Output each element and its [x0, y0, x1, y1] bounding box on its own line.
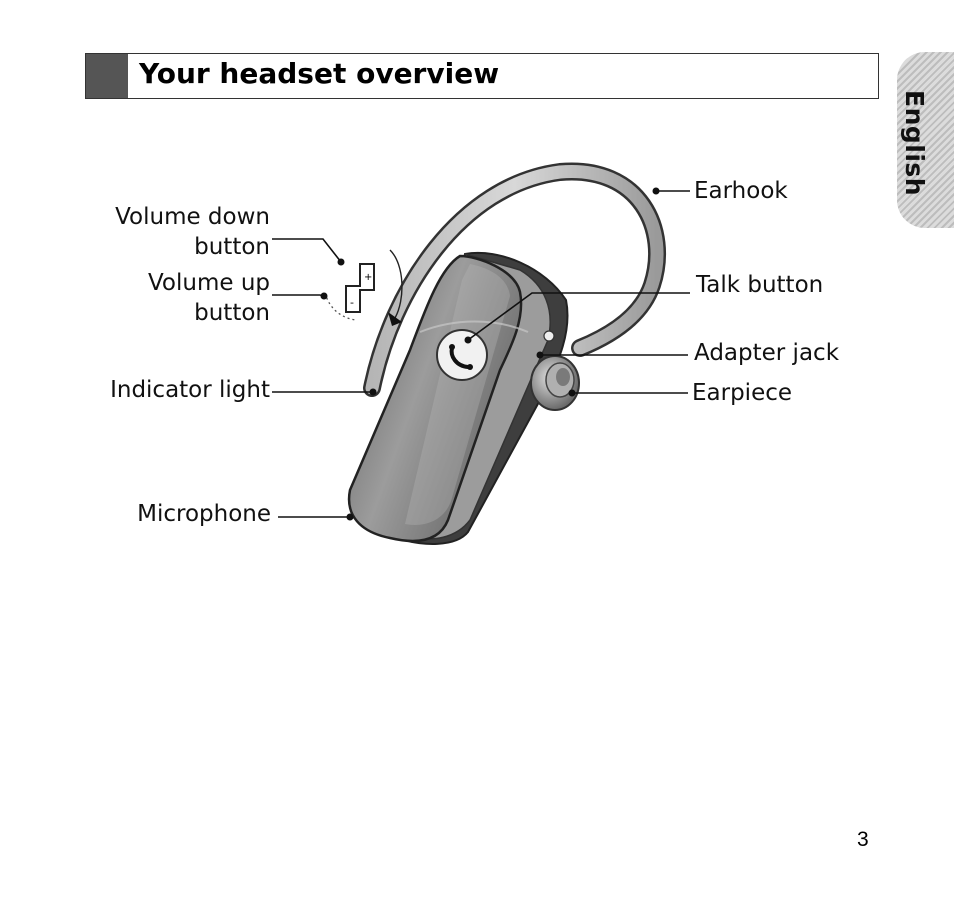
adapter-jack-graphic — [543, 330, 555, 342]
svg-text:-: - — [350, 296, 354, 309]
phone-handset-icon — [449, 344, 473, 370]
talk-button-graphic — [436, 329, 488, 381]
page-title: Your headset overview — [139, 57, 500, 90]
label-earpiece: Earpiece — [692, 380, 793, 406]
earpiece-graphic — [530, 355, 580, 411]
label-earhook: Earhook — [694, 178, 788, 204]
label-volume-up-line1: Volume up — [147, 270, 270, 296]
callout-dots — [320, 187, 660, 521]
volume-rocker-icon: + - — [324, 249, 403, 326]
title-marker-block — [86, 54, 128, 98]
section-title-bar: Your headset overview — [85, 53, 879, 99]
label-indicator-light: Indicator light — [110, 377, 270, 403]
label-volume-down-line1: Volume down — [115, 204, 270, 230]
page-number: 3 — [857, 828, 869, 851]
language-tab: English — [897, 52, 954, 228]
label-volume-down-line2: button — [194, 234, 270, 260]
svg-text:+: + — [364, 272, 372, 283]
label-talk-button: Talk button — [696, 272, 824, 298]
label-volume-up-line2: button — [194, 300, 270, 326]
earhook — [363, 162, 667, 397]
label-microphone: Microphone — [137, 501, 271, 527]
label-adapter-jack: Adapter jack — [694, 340, 840, 366]
